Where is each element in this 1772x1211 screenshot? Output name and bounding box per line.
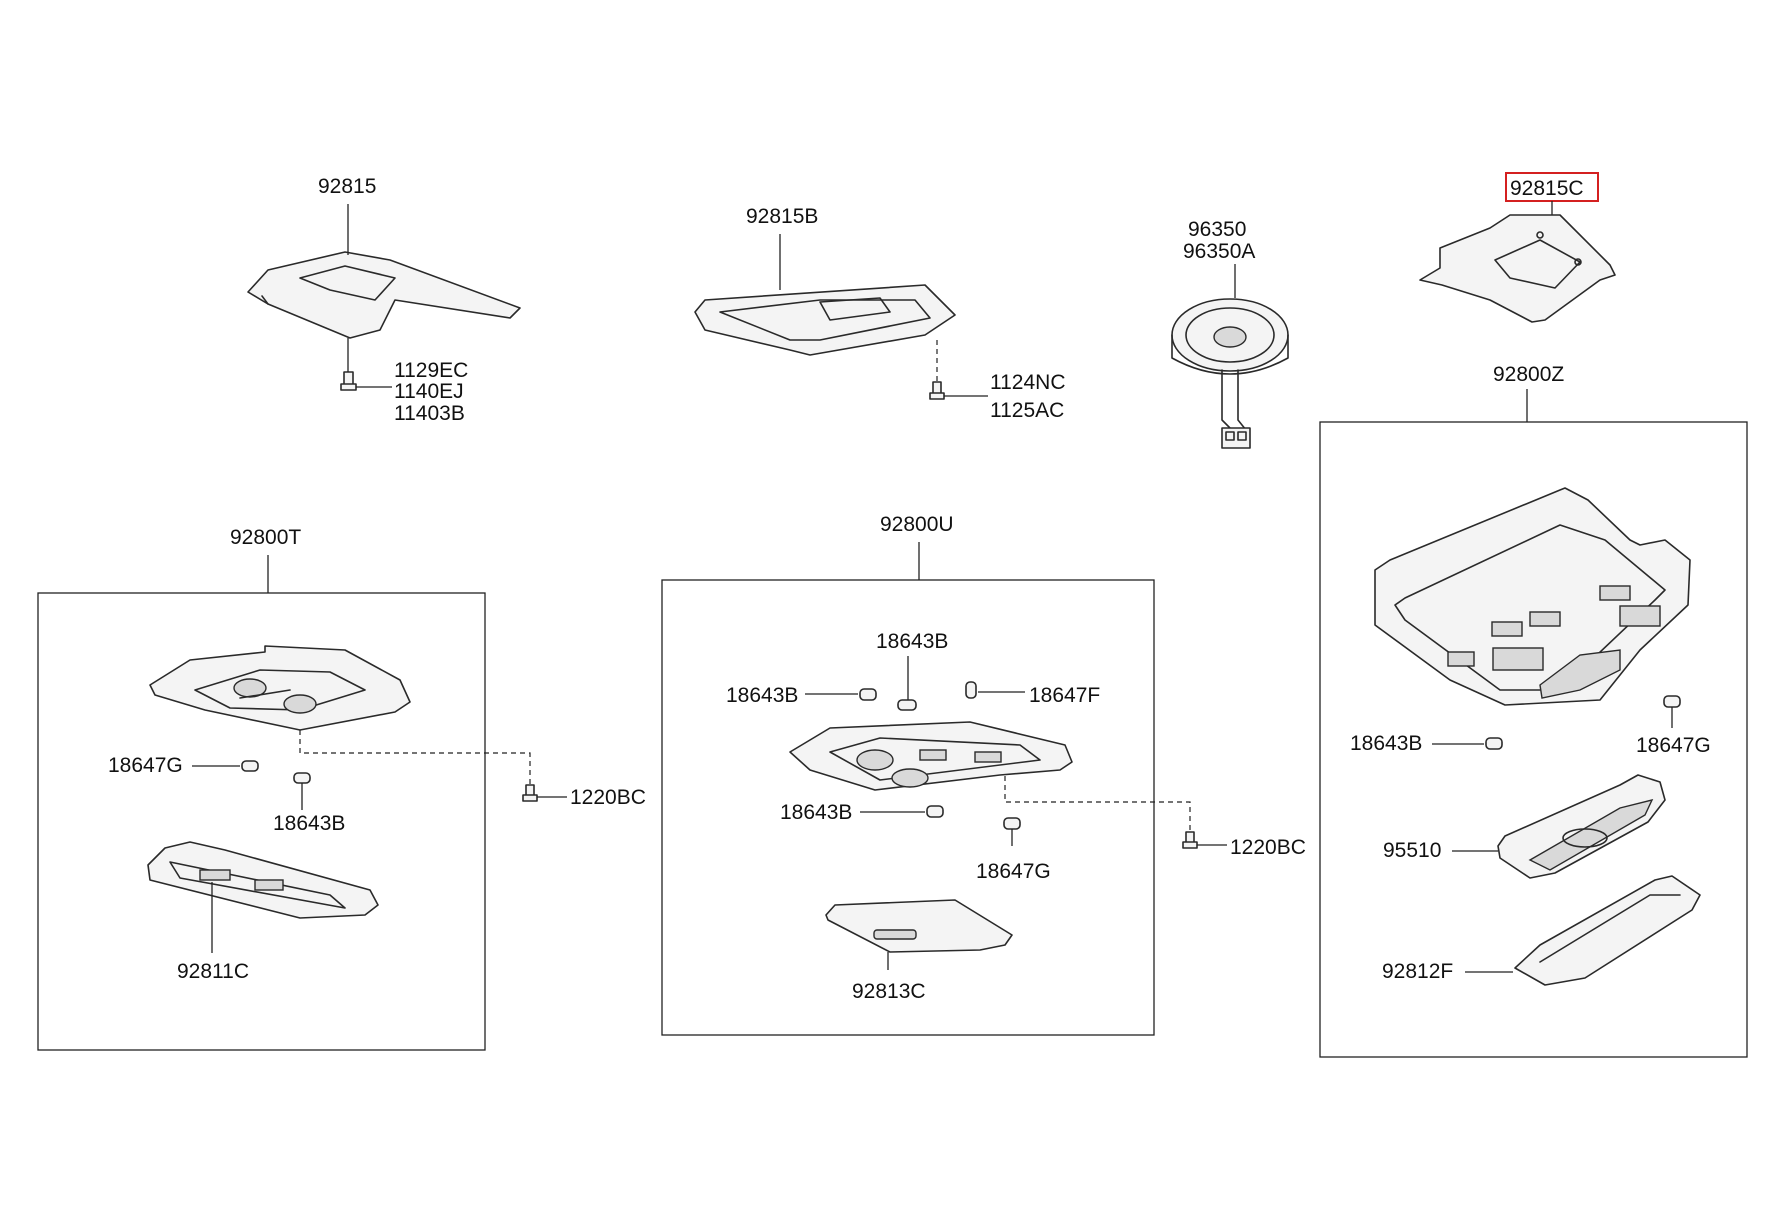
bolt-icon xyxy=(1182,831,1198,849)
label-92811C: 92811C xyxy=(177,960,249,983)
label-92812F: 92812F xyxy=(1382,960,1453,983)
kit-box-92800Z xyxy=(1319,421,1748,1058)
console-lamp-92800T xyxy=(149,645,411,731)
label-1140EJ: 1140EJ xyxy=(394,380,464,403)
console-lamp-92800U xyxy=(789,721,1073,791)
label-18643B-u3: 18643B xyxy=(780,801,852,824)
label-95510: 95510 xyxy=(1383,839,1441,862)
bolt-icon xyxy=(929,381,945,400)
lens-cover-92813C xyxy=(825,899,1013,953)
bulb-icon xyxy=(1003,817,1021,830)
label-11403B: 11403B xyxy=(394,402,465,425)
label-18647F: 18647F xyxy=(1029,684,1100,707)
bulb-icon xyxy=(293,772,311,784)
label-18643B-u1: 18643B xyxy=(876,630,948,653)
label-96350A: 96350A xyxy=(1183,240,1255,263)
label-1129EC: 1129EC xyxy=(394,359,468,382)
label-96350: 96350 xyxy=(1188,218,1246,241)
label-92815C: 92815C xyxy=(1510,177,1584,200)
bolt-icon xyxy=(522,784,538,802)
lens-cover-92811C xyxy=(147,841,379,919)
label-92815: 92815 xyxy=(318,175,376,198)
bracket-92815 xyxy=(247,251,521,339)
label-92800U: 92800U xyxy=(880,513,954,536)
bulb-icon xyxy=(926,805,944,818)
plate-92815B xyxy=(694,284,956,356)
kit-box-92800T xyxy=(37,592,486,1051)
bulb-icon xyxy=(859,688,877,701)
lens-cover-92812F xyxy=(1514,875,1701,986)
kit-box-92800U xyxy=(661,579,1155,1036)
overhead-console-92800Z xyxy=(1374,487,1691,706)
label-92800Z: 92800Z xyxy=(1493,363,1564,386)
bulb-icon xyxy=(1663,695,1681,708)
label-1125AC: 1125AC xyxy=(990,399,1064,422)
bulb-icon xyxy=(241,760,259,772)
label-18647G-t: 18647G xyxy=(108,754,183,777)
bulb-icon xyxy=(897,699,917,711)
bulb-icon xyxy=(965,681,977,699)
label-18643B-t: 18643B xyxy=(273,812,345,835)
label-92815B: 92815B xyxy=(746,205,818,228)
label-18643B-z: 18643B xyxy=(1350,732,1422,755)
label-92813C: 92813C xyxy=(852,980,926,1003)
label-1220BC-u: 1220BC xyxy=(1230,836,1306,859)
label-18647G-u: 18647G xyxy=(976,860,1051,883)
speaker-icon xyxy=(1171,298,1289,449)
label-1124NC: 1124NC xyxy=(990,371,1066,394)
label-18647G-z: 18647G xyxy=(1636,734,1711,757)
label-92800T: 92800T xyxy=(230,526,301,549)
bulb-icon xyxy=(1485,737,1503,750)
label-18643B-u2: 18643B xyxy=(726,684,798,707)
sunglass-holder-95510 xyxy=(1497,774,1666,879)
label-1220BC-t: 1220BC xyxy=(570,786,646,809)
bracket-92815C xyxy=(1419,214,1616,323)
bolt-icon xyxy=(340,371,357,391)
